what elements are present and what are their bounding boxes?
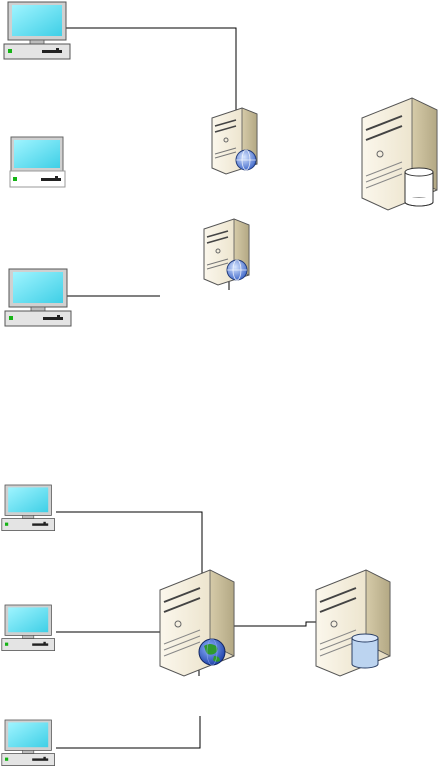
- workstation-6: [1, 719, 56, 766]
- link-pc4-webserver3: [56, 511, 203, 574]
- workstation-5: [1, 604, 56, 651]
- workstation-3: [4, 268, 72, 327]
- globe-icon: [226, 259, 248, 281]
- workstation-4: [1, 484, 56, 531]
- database-icon: [404, 167, 434, 207]
- web-server-3: [159, 569, 235, 677]
- globe-icon: [198, 638, 226, 666]
- bottom-connections: [56, 511, 318, 749]
- link-pc1-webserver1: [66, 27, 237, 110]
- globe-icon: [235, 149, 257, 171]
- workstation-2: [9, 136, 66, 188]
- workstation-1: [3, 1, 71, 60]
- database-icon: [351, 633, 379, 669]
- link-webserver3-dbserver2: [234, 621, 318, 627]
- link-pc6-webserver3: [56, 716, 201, 749]
